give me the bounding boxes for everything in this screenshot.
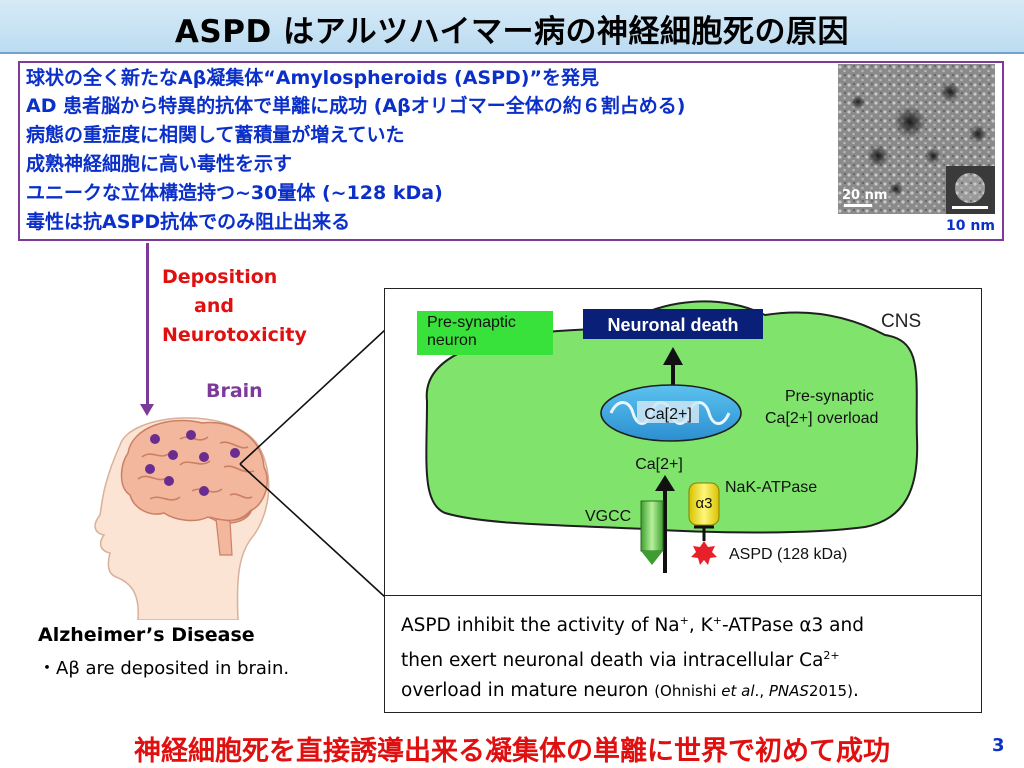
mechanism-diagram: Pre-synaptic neuron CNS Neuronal death C… (384, 288, 982, 596)
label-and: and (194, 295, 234, 317)
aspd-molecule (691, 541, 717, 565)
head-brain-illustration (94, 417, 270, 620)
abeta-deposits (145, 430, 240, 496)
label-neurotoxicity: Neurotoxicity (162, 324, 307, 346)
death-arrow-head (663, 347, 683, 365)
callout-line-bottom (239, 463, 386, 598)
neuronal-death-label: Neuronal death (607, 315, 738, 335)
deposition-arrow-head (140, 404, 154, 416)
finding-line-1: 球状の全く新たなAβ凝集体“Amylospheroids (ASPD)”を発見 (26, 67, 599, 89)
finding-line-3: 病態の重症度に相関して蓄積量が増えていた (26, 124, 405, 146)
footer-statement: 神経細胞死を直接誘導出来る凝集体の単離に世界で初めて成功 (134, 736, 890, 767)
ca-influx-label: Ca[2+] (635, 456, 683, 473)
finding-line-4: 成熟神経細胞に高い毒性を示す (26, 153, 293, 175)
deposition-arrow-line (146, 243, 149, 408)
brain-shape (120, 419, 268, 522)
alpha3-label: α3 (695, 495, 712, 512)
scale-label-small: 10 nm (946, 218, 995, 234)
page-number: 3 (992, 735, 1005, 756)
vgcc-channel (640, 500, 664, 552)
electron-micrograph (838, 64, 995, 214)
presynaptic-neuron-label-2: neuron (427, 332, 477, 349)
mito-ca-label: Ca[2+] (644, 406, 692, 423)
cns-label: CNS (881, 311, 921, 332)
nak-atpase-alpha3 (688, 482, 720, 526)
nak-atpase-label: NaK-ATPase (725, 479, 817, 496)
caption-line-2: then exert neuronal death via intracellu… (401, 649, 840, 672)
ad-heading: Alzheimer’s Disease (38, 624, 255, 646)
ad-bullet: ・Aβ are deposited in brain. (38, 658, 290, 679)
finding-line-5: ユニークな立体構造持つ~30量体 (~128 kDa) (26, 182, 443, 204)
overload-label-2: Ca[2+] overload (765, 410, 878, 427)
callout-line-top (239, 329, 386, 465)
presynaptic-neuron-box (417, 311, 553, 355)
finding-line-6: 毒性は抗ASPD抗体でのみ阻止出来る (26, 211, 351, 233)
label-brain: Brain (206, 380, 263, 402)
label-deposition: Deposition (162, 266, 278, 288)
presynaptic-neuron-label-1: Pre-synaptic (427, 314, 516, 331)
finding-line-2: AD 患者脳から特異的抗体で単離に成功 (Aβオリゴマー全体の約６割占める) (26, 95, 686, 117)
title-bar (0, 0, 1024, 54)
scale-label-large: 20 nm (842, 188, 888, 203)
caption-line-3: overload in mature neuron (Ohnishi et al… (401, 680, 859, 702)
overload-label-1: Pre-synaptic (785, 388, 874, 405)
citation: (Ohnishi et al., PNAS2015) (654, 682, 853, 701)
aspd-label: ASPD (128 kDa) (729, 546, 847, 563)
caption-box: ASPD inhibit the activity of Na+, K+-ATP… (384, 595, 982, 713)
slide-title: ASPD はアルツハイマー病の神経細胞死の原因 (174, 14, 850, 50)
vgcc-label: VGCC (585, 508, 631, 525)
neuronal-death-box (583, 309, 763, 339)
caption-line-1: ASPD inhibit the activity of Na+, K+-ATP… (401, 614, 864, 637)
